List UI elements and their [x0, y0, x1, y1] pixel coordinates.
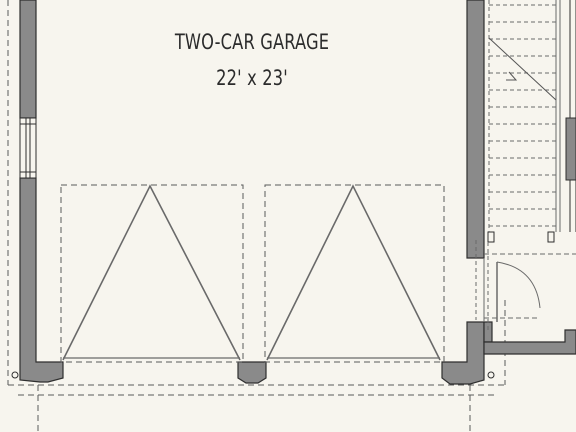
left-wall [19, 0, 64, 383]
room-dimensions: 22' x 23' [216, 66, 288, 90]
stairs [488, 0, 576, 232]
right-wall [441, 0, 493, 385]
top-wall-hint [35, 0, 468, 2]
side-entry-door [475, 231, 576, 330]
center-pier [237, 361, 267, 384]
garage-door-right [264, 184, 445, 363]
lower-right-wall [483, 329, 576, 355]
exterior-post-markers [11, 371, 495, 379]
left-window [19, 117, 37, 179]
garage-door-left [60, 184, 244, 363]
room-name: TWO-CAR GARAGE [174, 30, 330, 54]
